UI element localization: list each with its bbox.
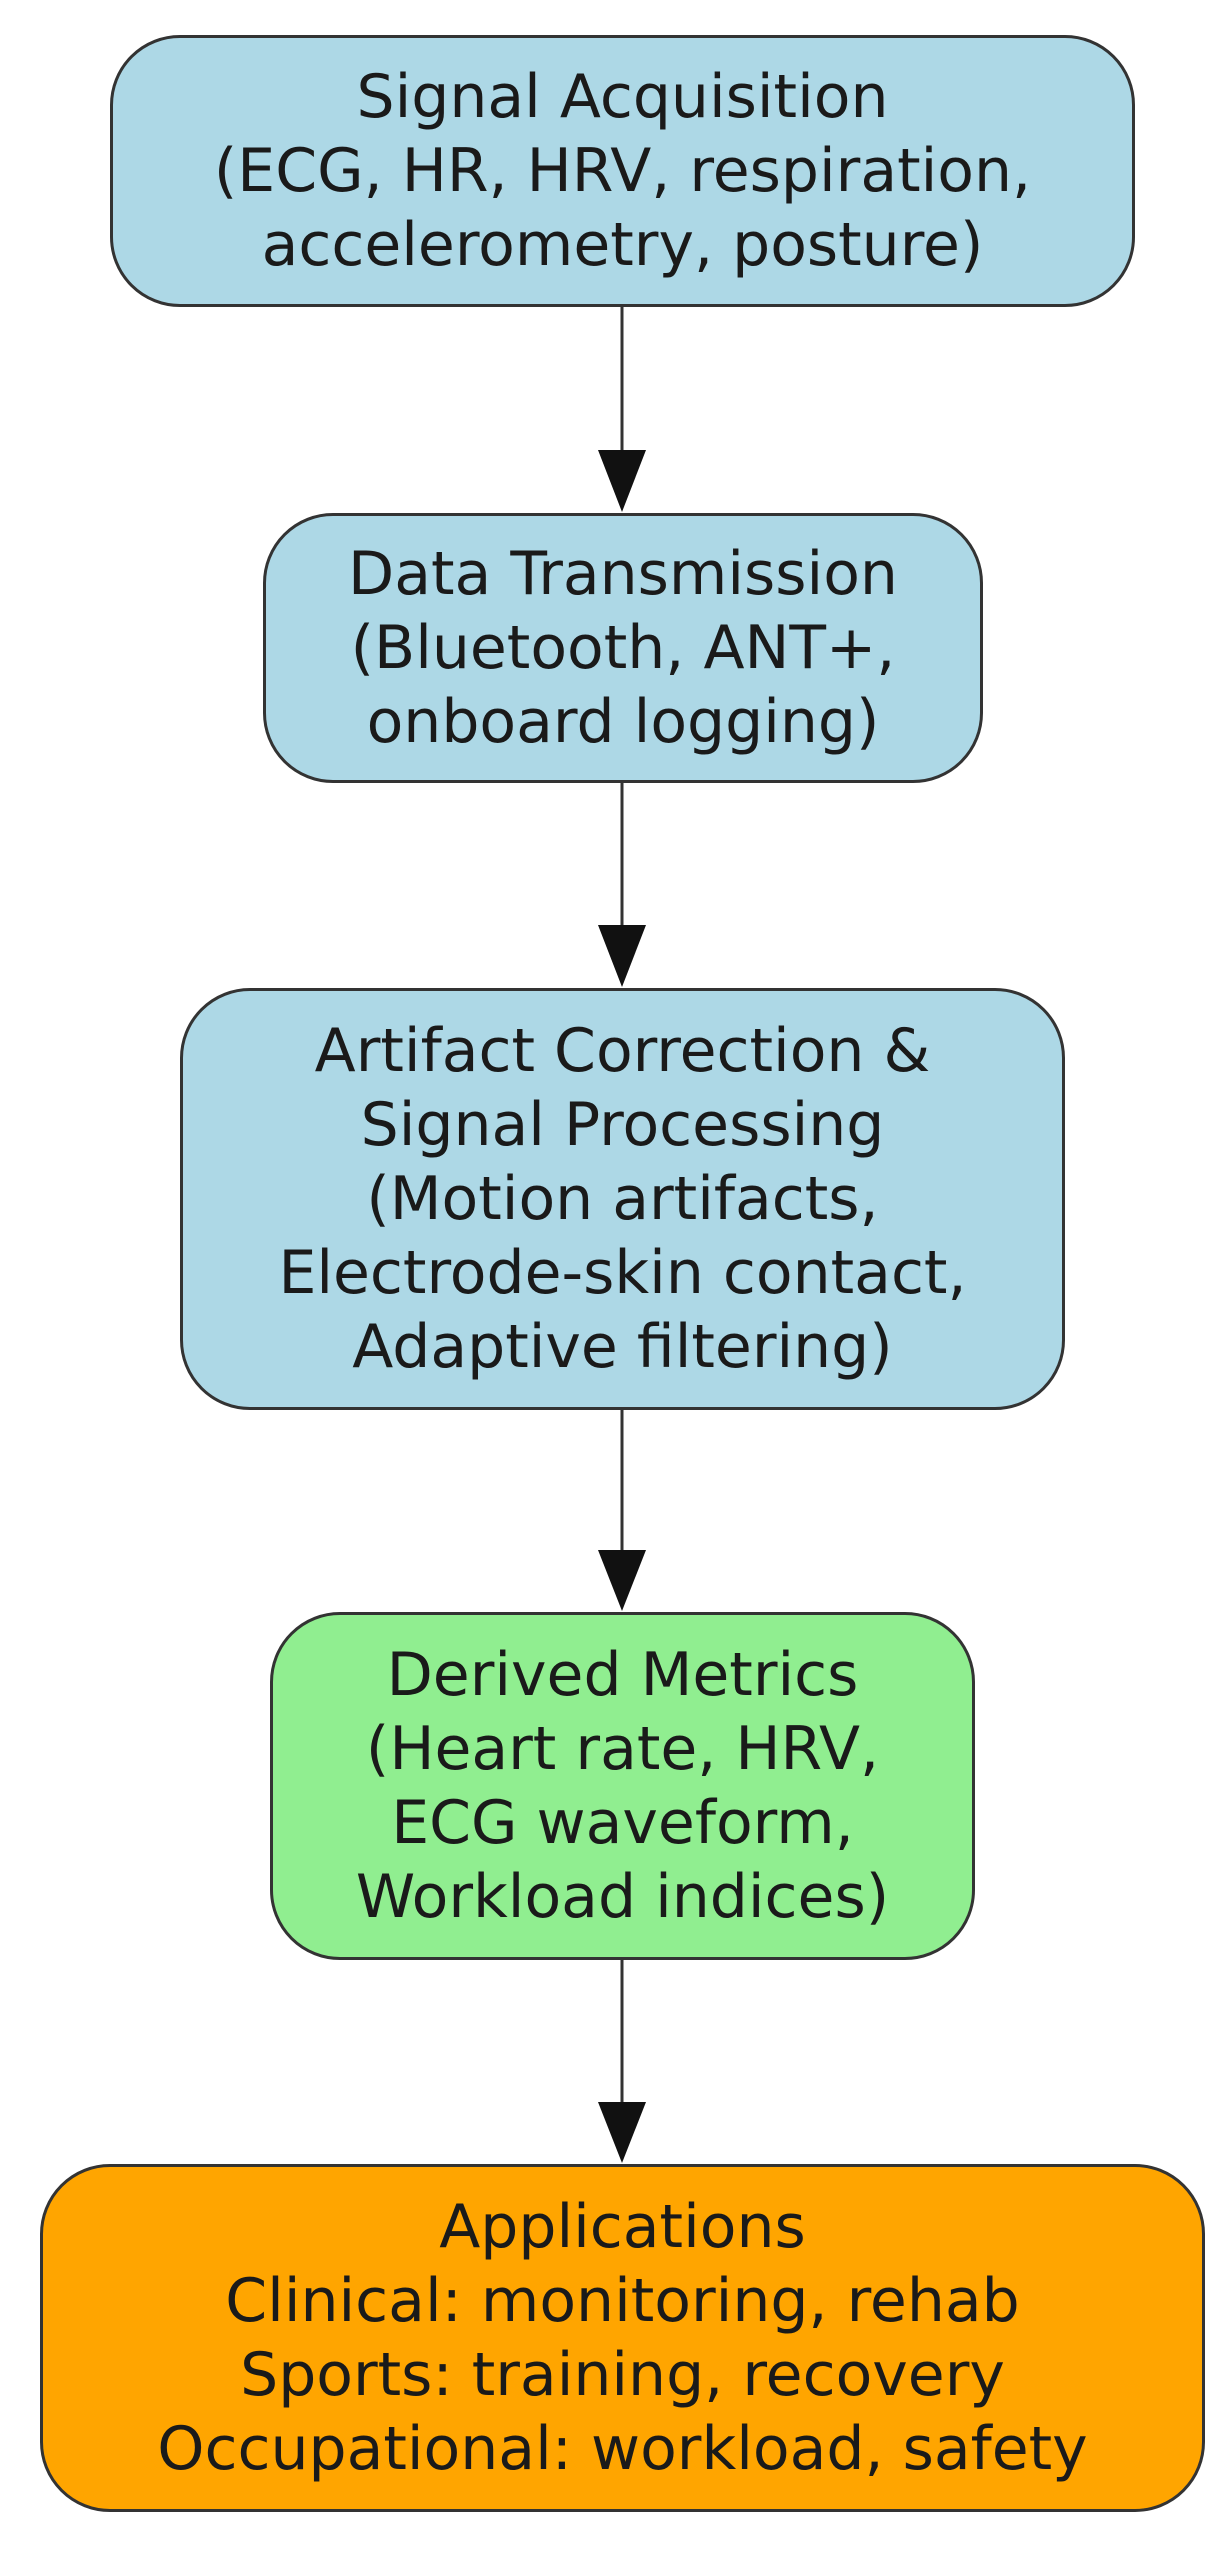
applications-occupational: Occupational: workload, safety [157,2414,1088,2484]
artifact-correction-detail: Adaptive filtering) [352,1312,893,1382]
applications-clinical: Clinical: monitoring, rehab [225,2266,1020,2336]
artifact-correction-title: Artifact Correction & [314,1016,931,1086]
applications-title: Applications [439,2192,806,2262]
signal-acquisition-node: Signal Acquisition (ECG, HR, HRV, respir… [110,35,1135,307]
applications-node: Applications Clinical: monitoring, rehab… [40,2164,1205,2512]
signal-acquisition-title: Signal Acquisition [356,62,889,132]
artifact-correction-node: Artifact Correction & Signal Processing … [180,988,1065,1410]
signal-acquisition-detail: (ECG, HR, HRV, respiration, [213,136,1032,206]
artifact-correction-detail: Electrode-skin contact, [278,1238,967,1308]
derived-metrics-detail: Workload indices) [355,1862,890,1932]
derived-metrics-detail: ECG waveform, [391,1788,854,1858]
signal-acquisition-detail: accelerometry, posture) [261,210,984,280]
arrow-artifact-to-metrics [598,1410,646,1611]
derived-metrics-node: Derived Metrics (Heart rate, HRV, ECG wa… [270,1612,975,1960]
arrow-signal-to-transmission [598,307,646,512]
arrow-transmission-to-artifact [598,783,646,987]
data-transmission-detail: (Bluetooth, ANT+, [350,613,896,683]
artifact-correction-detail: (Motion artifacts, [366,1164,879,1234]
derived-metrics-detail: (Heart rate, HRV, [365,1714,880,1784]
data-transmission-title: Data Transmission [348,539,898,609]
arrow-metrics-to-applications [598,1960,646,2163]
derived-metrics-title: Derived Metrics [386,1640,859,1710]
data-transmission-detail: onboard logging) [366,687,880,757]
artifact-correction-title: Signal Processing [360,1090,885,1160]
data-transmission-node: Data Transmission (Bluetooth, ANT+, onbo… [263,513,983,783]
applications-sports: Sports: training, recovery [240,2340,1005,2410]
